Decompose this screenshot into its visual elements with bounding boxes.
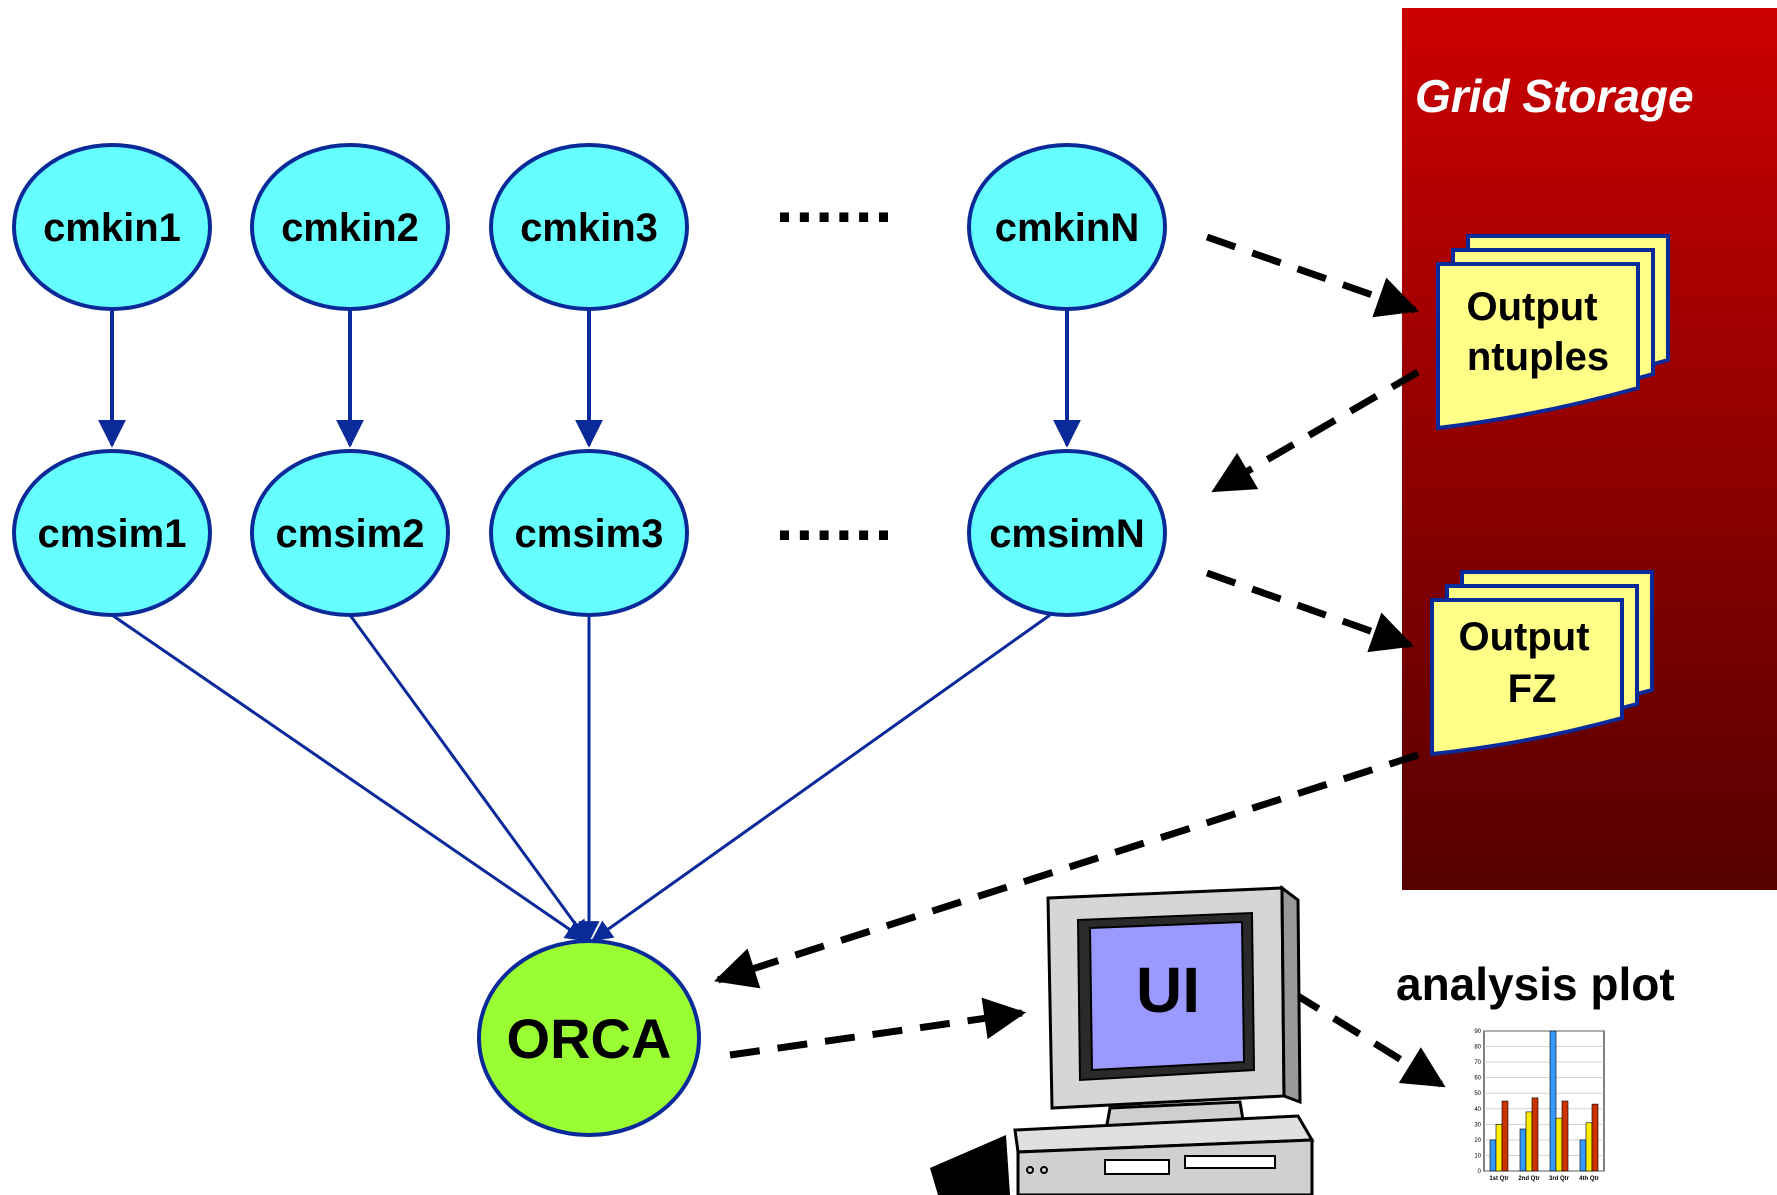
y-tick-label: 50 <box>1474 1091 1481 1097</box>
bar <box>1591 1103 1599 1172</box>
grid-storage-title: Grid Storage <box>1415 70 1694 122</box>
svg-text:cmkin3: cmkin3 <box>520 206 658 250</box>
node-cmkin3[interactable]: cmkin3 <box>489 143 689 311</box>
svg-text:cmkinN: cmkinN <box>995 206 1140 250</box>
y-tick-label: 70 <box>1474 1060 1481 1066</box>
bar <box>1519 1128 1527 1172</box>
x-tick-label: 1st Qtr <box>1489 1176 1509 1182</box>
bar <box>1531 1097 1539 1172</box>
y-tick-label: 10 <box>1474 1153 1481 1159</box>
node-cmsimN[interactable]: cmsimN <box>967 449 1167 617</box>
output-fz-doc[interactable]: Output FZ <box>1430 570 1654 757</box>
sim-ellipsis: ...... <box>776 482 895 554</box>
plot-yticks: 0 10 20 30 40 50 60 70 80 90 <box>1474 1029 1481 1175</box>
svg-text:cmkin1: cmkin1 <box>43 206 181 250</box>
kin-row: cmkin1 cmkin2 cmkin3 ...... cmkinN <box>12 143 1167 311</box>
bar <box>1549 1030 1557 1172</box>
x-tick-label: 3rd Qtr <box>1549 1176 1570 1182</box>
arrow-sim2-orca <box>348 614 589 942</box>
arrow-orca-ui <box>729 997 1027 1059</box>
plot-xticks: 1st Qtr 2nd Qtr 3rd Qtr 4th Qtr <box>1489 1176 1599 1182</box>
arrow-simN-orca <box>591 613 1051 942</box>
screen <box>1088 920 1246 1072</box>
data-flow-arrows <box>714 233 1446 1088</box>
y-tick-label: 90 <box>1474 1029 1481 1035</box>
node-cmsim2[interactable]: cmsim2 <box>250 449 450 617</box>
node-orca[interactable]: ORCA <box>477 939 701 1137</box>
svg-text:FZ: FZ <box>1508 667 1557 711</box>
bar <box>1525 1111 1533 1172</box>
output-ntuples-doc[interactable]: Output ntuples <box>1435 234 1670 431</box>
plot-bars <box>1489 1030 1599 1172</box>
bar <box>1561 1100 1569 1172</box>
y-tick-label: 0 <box>1478 1169 1482 1175</box>
analysis-plot-title: analysis plot <box>1396 958 1675 1010</box>
bar <box>1579 1139 1587 1172</box>
arrow-ui-plot <box>1291 990 1446 1088</box>
arrow-simN-fz <box>1205 569 1414 653</box>
bar <box>1501 1100 1509 1172</box>
bar <box>1489 1139 1497 1172</box>
arrow-sim1-orca <box>111 613 587 942</box>
node-cmkinN[interactable]: cmkinN <box>967 143 1167 311</box>
bar <box>1585 1122 1593 1172</box>
bar <box>1555 1117 1563 1172</box>
arrow-kinN-ntuples <box>1205 233 1419 318</box>
y-tick-label: 80 <box>1474 1045 1481 1051</box>
node-cmsim3[interactable]: cmsim3 <box>489 449 689 617</box>
analysis-plot-chart: 0 10 20 30 40 50 60 70 80 90 1st Qtr 2nd Qtr 3rd Qt… <box>1474 1029 1605 1182</box>
y-tick-label: 60 <box>1474 1076 1481 1082</box>
x-tick-label: 2nd Qtr <box>1518 1176 1540 1182</box>
kin-to-sim-arrows <box>98 310 1081 448</box>
y-tick-label: 20 <box>1474 1138 1481 1144</box>
kin-ellipsis: ...... <box>776 164 895 236</box>
svg-text:cmsim2: cmsim2 <box>276 512 425 556</box>
node-cmkin1[interactable]: cmkin1 <box>12 143 212 311</box>
node-cmkin2[interactable]: cmkin2 <box>250 143 450 311</box>
svg-text:Output: Output <box>1458 615 1589 659</box>
svg-text:cmsim1: cmsim1 <box>38 512 187 556</box>
sim-row: cmsim1 cmsim2 cmsim3 ...... cmsimN <box>12 449 1167 617</box>
x-tick-label: 4th Qtr <box>1579 1176 1599 1182</box>
arrow-fz-orca <box>714 751 1420 989</box>
sim-to-orca-arrows <box>111 613 1051 943</box>
svg-text:Output: Output <box>1466 285 1597 329</box>
grid-storage-panel <box>1402 8 1777 890</box>
svg-text:ORCA: ORCA <box>507 1007 672 1070</box>
y-tick-label: 40 <box>1474 1107 1481 1113</box>
svg-text:cmsim3: cmsim3 <box>515 512 664 556</box>
svg-text:ntuples: ntuples <box>1467 335 1609 379</box>
svg-text:cmsimN: cmsimN <box>989 512 1145 556</box>
ui-label: UI <box>1136 954 1200 1026</box>
arrow-ntuples-simN <box>1211 368 1420 494</box>
bar <box>1495 1124 1503 1172</box>
svg-text:cmkin2: cmkin2 <box>281 206 419 250</box>
computer-icon[interactable]: UI <box>930 884 1315 1195</box>
node-cmsim1[interactable]: cmsim1 <box>12 449 212 617</box>
y-tick-label: 30 <box>1474 1122 1481 1128</box>
